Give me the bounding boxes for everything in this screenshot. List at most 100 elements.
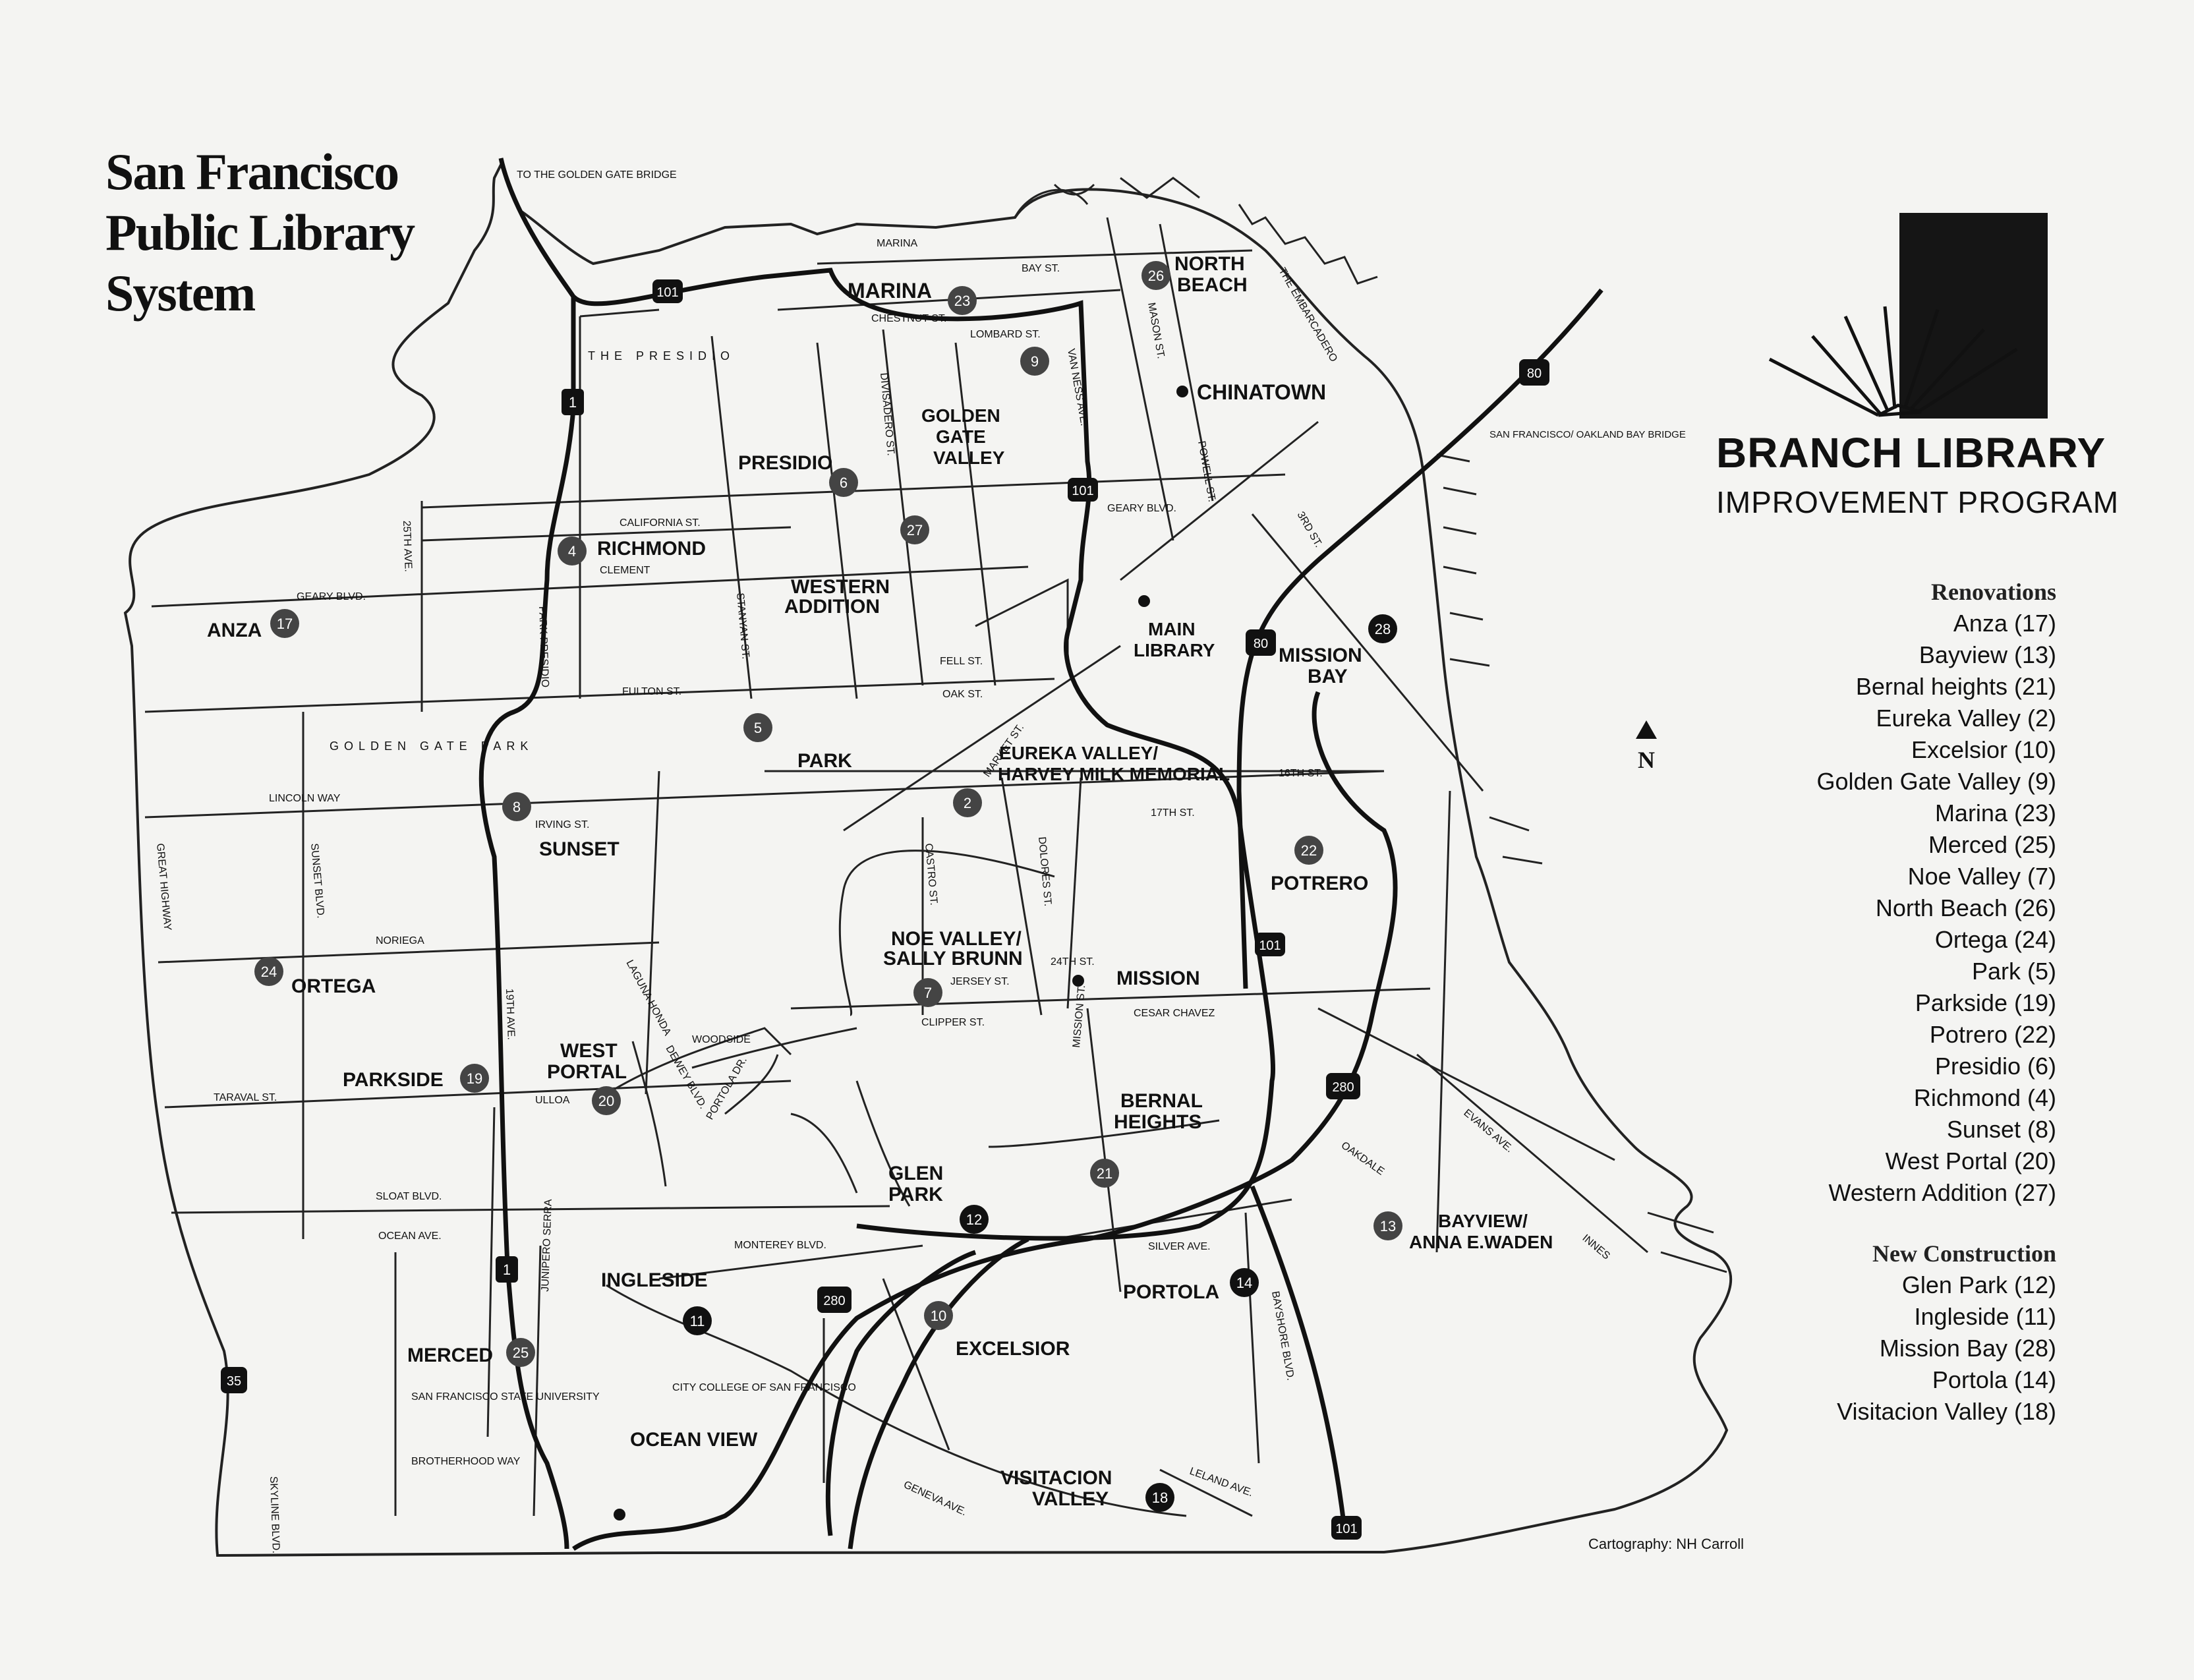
svg-text:8: 8 xyxy=(513,799,521,815)
branch-marker-17: 17 xyxy=(270,609,299,638)
svg-text:FULTON ST.: FULTON ST. xyxy=(622,686,681,697)
svg-text:18: 18 xyxy=(1152,1490,1168,1506)
svg-text:11: 11 xyxy=(690,1313,705,1329)
svg-text:23: 23 xyxy=(954,293,970,309)
highway-shield-35: 35 xyxy=(221,1367,247,1393)
label-north-beach-2: BEACH xyxy=(1177,274,1248,296)
svg-text:BAY ST.: BAY ST. xyxy=(1022,263,1060,274)
svg-text:JERSEY ST.: JERSEY ST. xyxy=(950,976,1010,987)
list-item: Golden Gate Valley (9) xyxy=(1816,768,2056,795)
svg-text:SILVER AVE.: SILVER AVE. xyxy=(1148,1241,1211,1252)
new-construction-list: New Construction Glen Park (12) Inglesid… xyxy=(1700,1238,2056,1428)
callout-bay-bridge: SAN FRANCISCO/ OAKLAND BAY BRIDGE xyxy=(1489,429,1686,440)
branch-marker-28: 28 xyxy=(1368,614,1397,643)
list-item: Visitacion Valley (18) xyxy=(1837,1398,2056,1425)
list-item: Merced (25) xyxy=(1928,831,2056,858)
list-item: Ortega (24) xyxy=(1934,926,2056,953)
label-marina: MARINA xyxy=(848,279,932,303)
svg-text:POWELL ST.: POWELL ST. xyxy=(1196,440,1217,503)
label-visitacion-valley: VISITACION xyxy=(1000,1467,1112,1489)
svg-text:SAN FRANCISCO STATE UNIVERSITY: SAN FRANCISCO STATE UNIVERSITY xyxy=(411,1391,600,1403)
list-item: Anza (17) xyxy=(1953,610,2056,637)
list-item: Portola (14) xyxy=(1932,1366,2056,1393)
label-western-addition: WESTERN xyxy=(791,576,890,598)
north-label: N xyxy=(1638,747,1655,773)
label-sunset: SUNSET xyxy=(539,838,620,860)
svg-text:1: 1 xyxy=(569,394,577,411)
label-main-library-2: LIBRARY xyxy=(1134,640,1215,660)
city-outline xyxy=(123,161,1733,1557)
branch-marker-27: 27 xyxy=(900,515,929,544)
branch-marker-2: 2 xyxy=(953,788,982,817)
svg-text:27: 27 xyxy=(907,522,923,538)
svg-text:7: 7 xyxy=(924,985,932,1001)
branch-marker-11: 11 xyxy=(683,1306,712,1335)
svg-text:25TH AVE.: 25TH AVE. xyxy=(401,521,414,573)
map-title: San Francisco Public Library System xyxy=(105,142,415,324)
svg-text:CLEMENT: CLEMENT xyxy=(600,565,650,576)
svg-text:101: 101 xyxy=(656,285,678,300)
svg-text:14: 14 xyxy=(1236,1275,1252,1291)
svg-text:WOODSIDE: WOODSIDE xyxy=(692,1034,751,1045)
branch-marker-14: 14 xyxy=(1230,1268,1259,1297)
label-ocean-view: OCEAN VIEW xyxy=(630,1429,758,1451)
svg-text:CALIFORNIA ST.: CALIFORNIA ST. xyxy=(620,517,701,529)
label-the-presidio: THE PRESIDIO xyxy=(588,349,735,362)
svg-text:80: 80 xyxy=(1254,637,1268,651)
svg-text:SUNSET BLVD.: SUNSET BLVD. xyxy=(308,843,326,919)
label-bayview-2: ANNA E.WADEN xyxy=(1409,1232,1553,1252)
svg-text:280: 280 xyxy=(1332,1080,1354,1095)
svg-text:MASON ST.: MASON ST. xyxy=(1145,302,1167,360)
svg-text:THE EMBARCADERO: THE EMBARCADERO xyxy=(1277,266,1340,364)
branch-marker-4: 4 xyxy=(558,536,587,565)
svg-text:101: 101 xyxy=(1335,1522,1357,1536)
label-merced: MERCED xyxy=(407,1345,493,1366)
branch-marker-19: 19 xyxy=(460,1064,489,1093)
branch-marker-25: 25 xyxy=(506,1338,535,1367)
label-anza: ANZA xyxy=(207,620,262,641)
svg-text:STANYAN ST.: STANYAN ST. xyxy=(734,593,751,660)
svg-text:PARK PRESIDIO: PARK PRESIDIO xyxy=(536,606,550,688)
svg-text:280: 280 xyxy=(823,1294,845,1308)
label-glen-park-2: PARK xyxy=(888,1184,943,1205)
svg-text:MONTEREY BLVD.: MONTEREY BLVD. xyxy=(734,1240,826,1251)
label-glen-park: GLEN xyxy=(888,1163,943,1184)
branch-library-heading: BRANCH LIBRARY xyxy=(1716,429,2106,477)
label-bernal-heights: BERNAL xyxy=(1120,1090,1203,1112)
label-visitacion-valley-2: VALLEY xyxy=(1032,1488,1109,1510)
label-eureka-valley-2: HARVEY MILK MEMORIAL xyxy=(998,764,1230,784)
list-item: Ingleside (11) xyxy=(1914,1303,2056,1330)
highway-shield-1-south: 1 xyxy=(496,1256,518,1283)
svg-text:LELAND AVE.: LELAND AVE. xyxy=(1188,1466,1255,1499)
highway-shield-101-bayshore: 101 xyxy=(1331,1516,1362,1540)
svg-text:INNES: INNES xyxy=(1580,1232,1611,1261)
branch-marker-26: 26 xyxy=(1141,261,1170,290)
north-arrow-icon xyxy=(1636,720,1657,739)
highway-shield-101-south: 101 xyxy=(1255,933,1285,956)
svg-text:OCEAN AVE.: OCEAN AVE. xyxy=(378,1231,442,1242)
list-item: Potrero (22) xyxy=(1929,1021,2056,1048)
list-item: West Portal (20) xyxy=(1885,1147,2056,1174)
branch-marker-23: 23 xyxy=(948,286,977,315)
svg-text:20: 20 xyxy=(598,1093,614,1109)
branch-marker-18: 18 xyxy=(1145,1483,1174,1512)
branch-marker-21: 21 xyxy=(1090,1159,1119,1188)
svg-text:OAK ST.: OAK ST. xyxy=(942,689,983,700)
callout-golden-gate-bridge: TO THE GOLDEN GATE BRIDGE xyxy=(517,169,677,181)
label-richmond: RICHMOND xyxy=(597,538,706,560)
svg-text:35: 35 xyxy=(227,1374,241,1389)
label-mission-bay: MISSION xyxy=(1279,645,1362,666)
svg-text:ULLOA: ULLOA xyxy=(535,1095,570,1106)
book-rays-logo xyxy=(1768,306,2018,417)
branch-marker-10: 10 xyxy=(924,1301,953,1330)
svg-text:21: 21 xyxy=(1097,1165,1112,1182)
svg-text:GEARY BLVD.: GEARY BLVD. xyxy=(297,591,366,602)
list-item: Noe Valley (7) xyxy=(1907,863,2056,890)
list-item: Bayview (13) xyxy=(1919,641,2056,668)
label-golden-gate-park: GOLDEN GATE PARK xyxy=(330,739,533,753)
svg-text:SLOAT BLVD.: SLOAT BLVD. xyxy=(376,1191,442,1202)
label-main-library: MAIN xyxy=(1148,619,1196,639)
list-item: Parkside (19) xyxy=(1915,989,2056,1016)
svg-text:NORIEGA: NORIEGA xyxy=(376,935,424,946)
